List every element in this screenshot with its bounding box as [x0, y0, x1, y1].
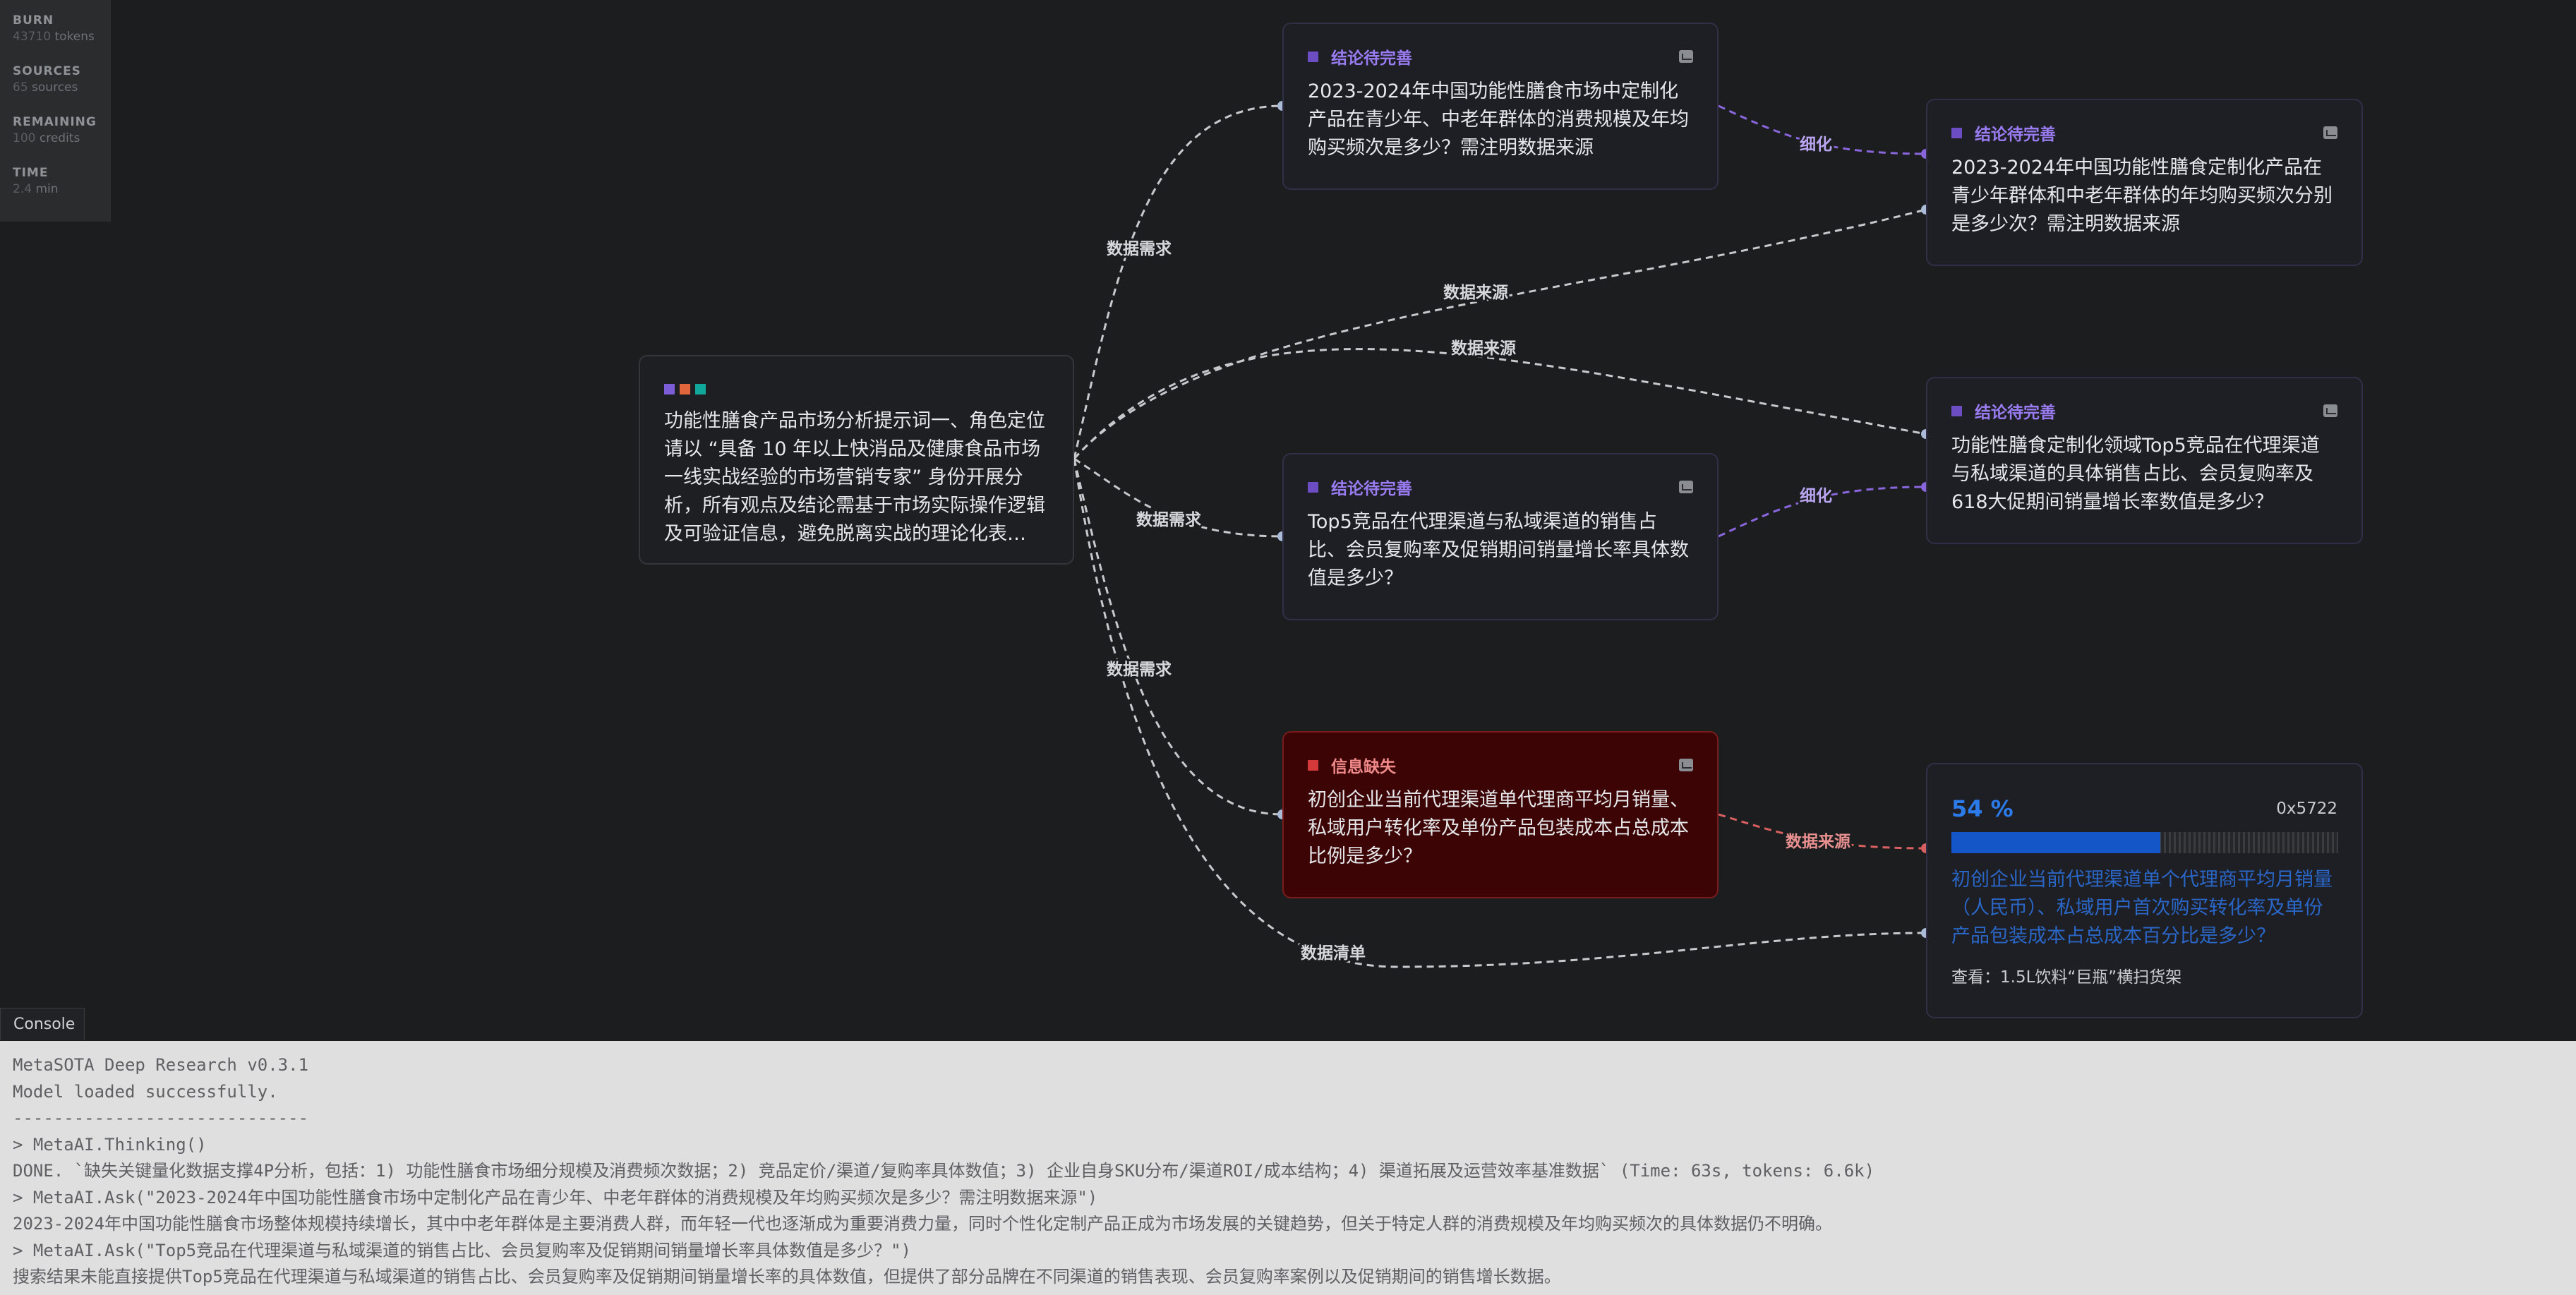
- progress-percent: 54 %: [1951, 795, 2014, 822]
- edge-label: 数据需求: [1136, 511, 1201, 529]
- stat-label: BURN: [13, 13, 54, 28]
- stat-unit: credits: [39, 131, 80, 145]
- edge-root-n3: [1073, 458, 1283, 816]
- question-node[interactable]: 结论待完善 2023-2024年中国功能性膳食市场中定制化产品在青少年、中老年群…: [1282, 23, 1719, 190]
- status-label: 结论待完善: [1331, 480, 1412, 498]
- status-square-icon: [1308, 51, 1318, 62]
- stat-burn: BURN 43710 tokens: [13, 13, 98, 45]
- question-text: Top5竞品在代理渠道与私域渠道的销售占比、会员复购率及促销期间销量增长率具体数…: [1308, 511, 1689, 589]
- document-icon[interactable]: [1679, 759, 1693, 771]
- color-dot: [680, 383, 690, 394]
- console-line: 2023-2024年中国功能性膳食市场整体规模持续增长，其中中老年群体是主要消费…: [13, 1214, 1833, 1234]
- edge-label: 数据清单: [1301, 944, 1366, 963]
- console-panel[interactable]: MetaSOTA Deep Research v0.3.1 Model load…: [0, 1041, 2576, 1295]
- edge-label: 细化: [1800, 135, 1832, 154]
- console-line: > MetaAI.Ask("2023-2024年中国功能性膳食市场中定制化产品在…: [13, 1187, 1098, 1207]
- question-text: 2023-2024年中国功能性膳食定制化产品在青少年群体和中老年群体的年均购买频…: [1951, 157, 2333, 235]
- status-label: 结论待完善: [1975, 404, 2056, 422]
- edge-root-n1: [1073, 104, 1283, 459]
- refined-question-node[interactable]: 结论待完善 功能性膳食定制化领域Top5竞品在代理渠道与私域渠道的具体销售占比、…: [1926, 377, 2363, 544]
- question-text: 初创企业当前代理渠道单个代理商平均月销量（人民币）、私域用户首次购买转化率及单份…: [1951, 869, 2333, 947]
- stat-sources: SOURCES 65 sources: [13, 64, 98, 96]
- edge-layer: 数据需求 数据来源 数据来源 数据需求 数据需求 数据清单 细化 细化 数据来源: [1073, 101, 1931, 968]
- status-label: 结论待完善: [1331, 49, 1412, 68]
- color-dot: [695, 383, 706, 394]
- stat-unit: sources: [32, 80, 78, 95]
- status-square-icon: [1951, 405, 1962, 416]
- console-line: -----------------------------: [13, 1108, 309, 1128]
- root-node[interactable]: 功能性膳食产品市场分析提示词一、角色定位请以 “具备 10 年以上快消品及健康食…: [639, 355, 1074, 565]
- status-square-icon: [1308, 481, 1318, 493]
- stat-value: 65: [13, 80, 28, 95]
- console-line: > MetaAI.Ask("Top5竞品在代理渠道与私域渠道的销售占比、会员复购…: [13, 1240, 911, 1260]
- edge-n3-n6: [1718, 813, 1927, 850]
- stat-unit: tokens: [54, 30, 95, 44]
- stat-remaining: REMAINING 100 credits: [13, 114, 98, 147]
- question-text: 功能性膳食定制化领域Top5竞品在代理渠道与私域渠道的具体销售占比、会员复购率及…: [1951, 435, 2320, 513]
- root-node-header: [664, 378, 1049, 400]
- document-icon[interactable]: [2323, 126, 2337, 139]
- question-node[interactable]: 结论待完善 Top5竞品在代理渠道与私域渠道的销售占比、会员复购率及促销期间销量…: [1282, 453, 1719, 620]
- question-text: 2023-2024年中国功能性膳食市场中定制化产品在青少年、中老年群体的消费规模…: [1308, 80, 1689, 159]
- refined-question-node[interactable]: 结论待完善 2023-2024年中国功能性膳食定制化产品在青少年群体和中老年群体…: [1926, 99, 2363, 266]
- document-icon[interactable]: [1679, 481, 1693, 493]
- missing-info-node[interactable]: 信息缺失 初创企业当前代理渠道单代理商平均月销量、私域用户转化率及单份产品包装成…: [1282, 731, 1719, 898]
- stat-label: SOURCES: [13, 64, 81, 78]
- console-line: > MetaAI.Thinking(): [13, 1134, 207, 1155]
- edge-label: 细化: [1800, 486, 1832, 505]
- root-node-text: 功能性膳食产品市场分析提示词一、角色定位请以 “具备 10 年以上快消品及健康食…: [664, 410, 1045, 545]
- stat-time: TIME 2.4 min: [13, 165, 98, 198]
- status-square-icon: [1308, 759, 1318, 771]
- edge-label: 数据需求: [1107, 661, 1172, 679]
- progress-bar-fill: [1951, 832, 2160, 853]
- status-square-icon: [1951, 127, 1962, 138]
- progress-bar: [1951, 832, 2338, 853]
- edge-root-n6: [1073, 458, 1927, 968]
- edge-root-n4: [1073, 208, 1927, 459]
- stat-value: 100: [13, 131, 36, 145]
- edge-root-n5: [1073, 348, 1927, 460]
- in-progress-node[interactable]: 54 % 0x5722 初创企业当前代理渠道单个代理商平均月销量（人民币）、私域…: [1926, 763, 2363, 1018]
- stats-panel: BURN 43710 tokens SOURCES 65 sources REM…: [0, 0, 111, 222]
- stat-value: 43710: [13, 30, 52, 44]
- question-text: 初创企业当前代理渠道单代理商平均月销量、私域用户转化率及单份产品包装成本占总成本…: [1308, 789, 1689, 867]
- color-dot: [664, 383, 675, 394]
- status-label: 结论待完善: [1975, 126, 2056, 144]
- edge-label: 数据需求: [1107, 240, 1172, 258]
- edge-n2-n5: [1718, 486, 1927, 538]
- edge-n1-n4: [1718, 104, 1927, 155]
- graph-canvas[interactable]: 数据需求 数据来源 数据来源 数据需求 数据需求 数据清单 细化 细化 数据来源…: [0, 0, 2576, 1041]
- stat-label: REMAINING: [13, 115, 97, 129]
- document-icon[interactable]: [2323, 404, 2337, 417]
- document-icon[interactable]: [1679, 50, 1693, 63]
- status-label: 信息缺失: [1331, 758, 1396, 776]
- edge-label: 数据来源: [1443, 284, 1508, 302]
- console-line: Model loaded successfully.: [13, 1081, 278, 1102]
- stat-value: 2.4: [13, 182, 32, 196]
- edge-label: 数据来源: [1451, 339, 1516, 358]
- task-id: 0x5722: [2276, 800, 2337, 818]
- viewing-source: 查看：1.5L饮料“巨瓶”横扫货架: [1951, 968, 2182, 987]
- edge-root-n2: [1073, 457, 1283, 538]
- console-line: 搜索结果未能直接提供Top5竞品在代理渠道与私域渠道的销售占比、会员复购率及促销…: [13, 1267, 1561, 1287]
- console-line: DONE. `缺失关键量化数据支撑4P分析，包括：1) 功能性膳食市场细分规模及…: [13, 1161, 1875, 1181]
- stat-label: TIME: [13, 166, 49, 180]
- stat-unit: min: [35, 182, 59, 196]
- console-line: MetaSOTA Deep Research v0.3.1: [13, 1055, 309, 1075]
- edge-label: 数据来源: [1786, 833, 1850, 851]
- console-tab[interactable]: Console: [0, 1008, 85, 1040]
